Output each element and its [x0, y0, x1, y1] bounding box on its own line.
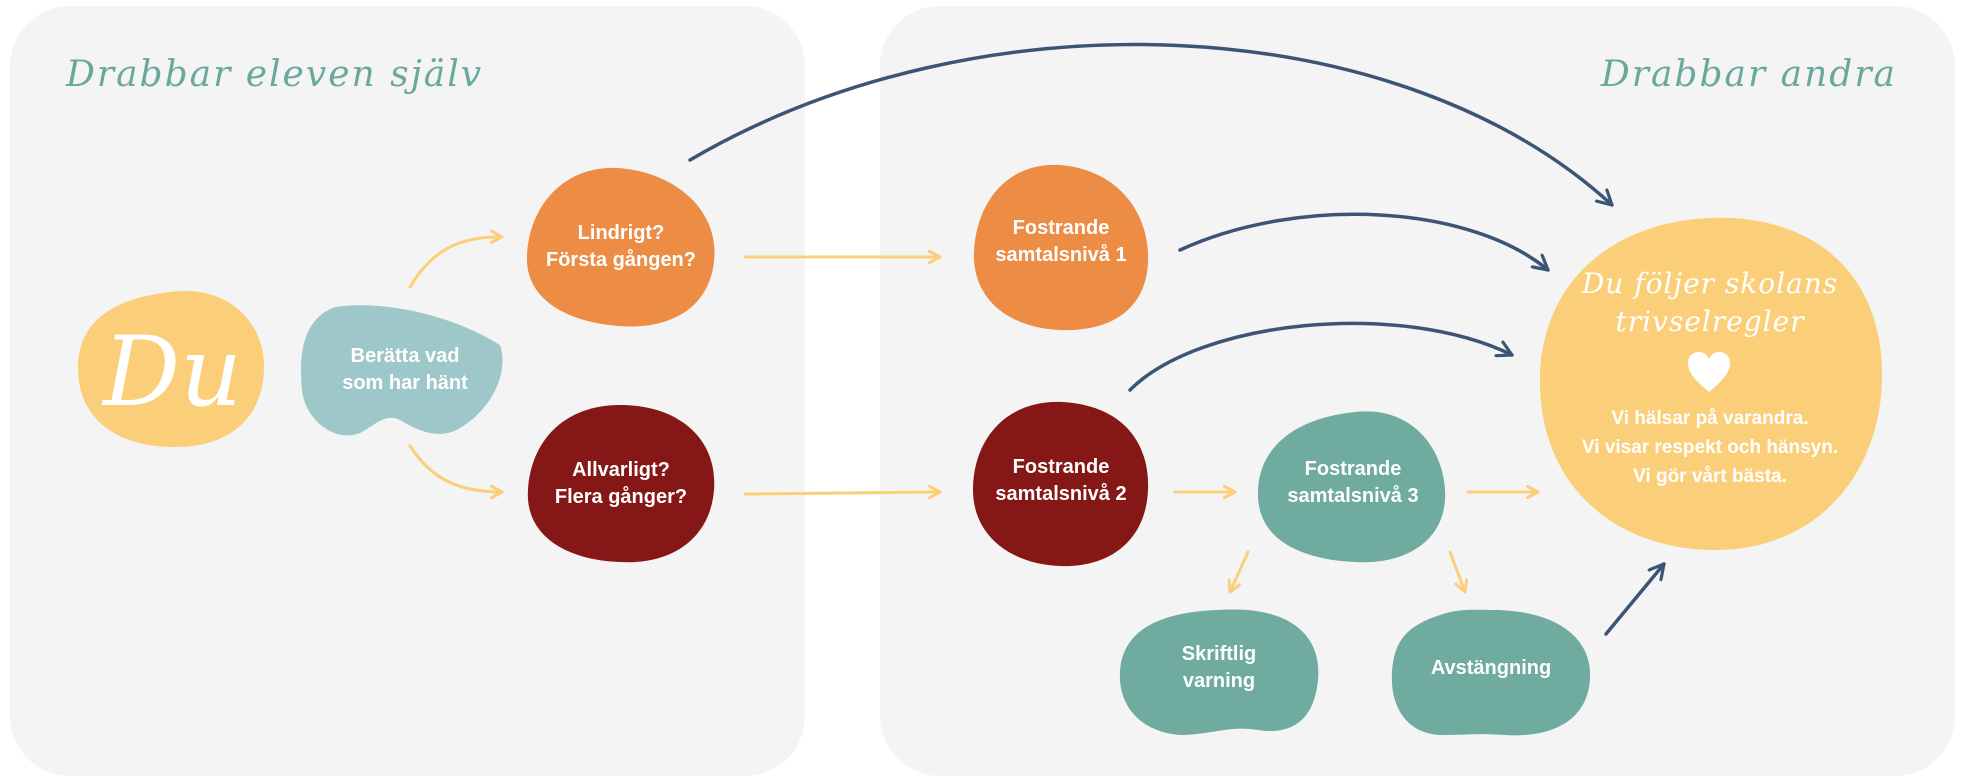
node-avstangning: Avstängning [1392, 628, 1590, 708]
node-allvarligt-line1: Allvarligt? [572, 459, 670, 481]
node-niva1-line2: samtalsnivå 1 [995, 244, 1127, 266]
niva3-blob [1257, 411, 1446, 563]
node-niva1-line1: Fostrande [1012, 217, 1110, 239]
arrow-to-lindrigt [408, 237, 504, 289]
niva1-blob [973, 164, 1149, 331]
node-niva3-line1: Fostrande [1304, 458, 1402, 480]
niva2-blob [972, 401, 1149, 567]
arrow-niva1-goal [1178, 212, 1550, 272]
node-lindrigt-line2: Första gången? [545, 249, 696, 271]
avstangning-blob [1391, 609, 1591, 736]
arrow-niva3-skriftlig [1230, 550, 1250, 594]
allvarligt-blob [527, 405, 715, 563]
goal-rules: Vi hälsar på varandra. Vi visar respekt … [1540, 404, 1880, 491]
arrow-allvarligt-niva2 [743, 492, 942, 494]
node-niva2-line2: samtalsnivå 2 [995, 483, 1127, 505]
node-beratta-line2: som har hänt [342, 372, 468, 394]
node-niva3-line2: samtalsnivå 3 [1287, 485, 1419, 507]
heading-affects-self: Drabbar eleven själv [66, 54, 484, 95]
node-niva2: Fostrande samtalsnivå 2 [974, 441, 1148, 521]
goal-title: Du följer skolans trivselregler [1560, 265, 1860, 341]
arrow-niva3-avstangning [1448, 550, 1465, 594]
goal-title-line2: trivselregler [1615, 305, 1805, 338]
goal-rule-2: Vi visar respekt och hänsyn. [1581, 437, 1839, 458]
du-blob [78, 290, 265, 448]
goal-title-line1: Du följer skolans [1581, 267, 1839, 300]
goal-rule-3: Vi gör vårt bästa. [1633, 466, 1787, 487]
heart-icon [1688, 352, 1730, 392]
arrow-avstangning-goal [1604, 562, 1666, 636]
arrow-niva2-goal [1128, 321, 1514, 392]
arrow-lindrigt-goal [688, 42, 1614, 207]
node-skriftlig-line1: Skriftlig [1181, 643, 1257, 665]
arrow-to-allvarligt [408, 444, 504, 492]
du-label: Du [103, 316, 242, 428]
goal-rule-1: Vi hälsar på varandra. [1611, 408, 1809, 429]
node-niva2-line1: Fostrande [1012, 456, 1110, 478]
node-skriftlig-line2: varning [1182, 670, 1256, 692]
node-lindrigt-line1: Lindrigt? [577, 222, 665, 244]
lindrigt-blob [526, 167, 715, 327]
node-niva1: Fostrande samtalsnivå 1 [974, 202, 1148, 282]
node-beratta: Berätta vad som har hänt [310, 330, 500, 410]
node-allvarligt: Allvarligt? Flera gånger? [527, 444, 715, 524]
skriftlig-blob [1119, 609, 1319, 735]
node-lindrigt: Lindrigt? Första gången? [527, 207, 715, 287]
node-allvarligt-line2: Flera gånger? [554, 486, 688, 508]
node-niva3: Fostrande samtalsnivå 3 [1258, 443, 1448, 523]
beratta-blob [300, 305, 503, 436]
node-beratta-line1: Berätta vad [350, 345, 460, 367]
heading-affects-others: Drabbar andra [1600, 54, 1897, 95]
node-skriftlig: Skriftlig varning [1120, 628, 1318, 708]
node-avstangning-line1: Avstängning [1430, 656, 1552, 679]
